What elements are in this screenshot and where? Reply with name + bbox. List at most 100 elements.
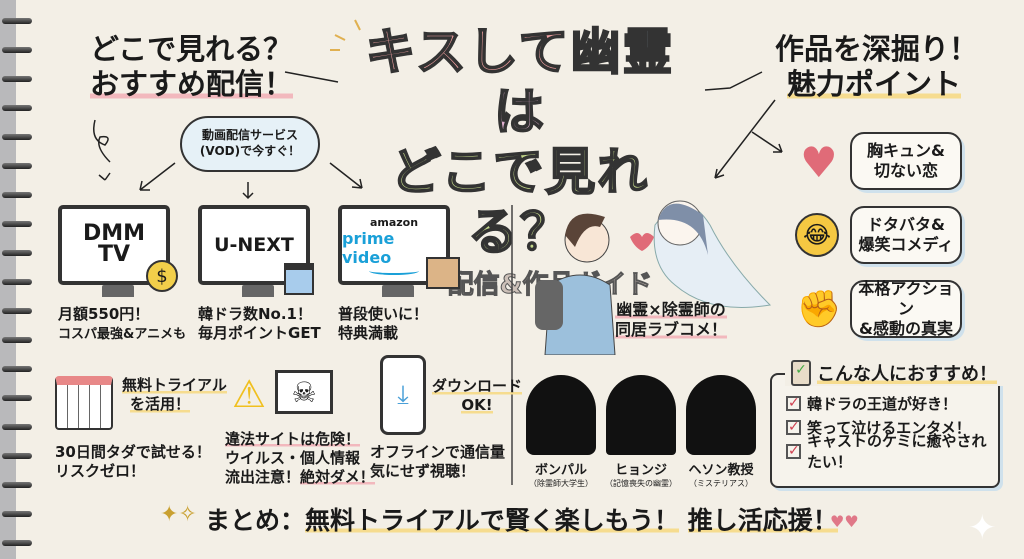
checkbox-icon: ✓	[786, 418, 801, 435]
character-name: ヒョンジ	[614, 463, 667, 478]
fist-icon: ✊	[796, 289, 842, 330]
summary-text2: 推し活応援！	[687, 506, 838, 535]
character-hyeonji[interactable]: ヒョンジ（記憶喪失の幽霊）	[605, 375, 677, 489]
silhouette-icon	[686, 375, 756, 455]
recommend-box: ✓韓ドラの王道が好き！ ✓笑って泣けるエンタメ！ ✓キャストのケミに癒やされたい…	[770, 373, 1000, 488]
service-caption2: 毎月ポイントGET	[198, 323, 321, 342]
binding-ring	[2, 511, 32, 517]
header-right-line2: 魅力ポイント	[787, 66, 962, 101]
binding-ring	[2, 134, 32, 140]
hearts-icon: ♥♥	[830, 512, 859, 531]
header-left: どこで見れる？ おすすめ配信！	[90, 32, 294, 102]
point-romance: 胸キュン&切ない恋	[850, 132, 962, 190]
tip-heading2: を活用！	[130, 394, 191, 414]
binding-ring	[2, 18, 32, 24]
service-caption2: コスパ最強&アニメも	[58, 326, 187, 342]
story-line1: 幽霊×除霊師の	[615, 300, 728, 320]
clapperboard-icon	[284, 263, 314, 295]
binding-ring	[2, 47, 32, 53]
star-sparkle-icon: ✦	[968, 508, 997, 548]
phone-download-icon: ⤓	[380, 355, 426, 435]
recommend-title: こんな人におすすめ！	[817, 360, 997, 386]
silhouette-icon	[606, 375, 676, 455]
summary-label: まとめ：	[205, 506, 306, 535]
vod-cloud: 動画配信サービス (VOD)で今すぐ！	[180, 116, 320, 172]
tip-body1: 30日間タダで試せる！	[55, 443, 211, 461]
warning-icon: ⚠	[231, 372, 267, 416]
header-left-line1: どこで見れる？	[90, 32, 293, 66]
title-line2: どこで見れる？	[390, 142, 650, 262]
header-right: 作品を深掘り！ 魅力ポイント	[775, 32, 978, 102]
coin-icon: $	[146, 260, 178, 292]
binding-ring	[2, 424, 32, 430]
service-caption1: 韓ドラ数No.1！	[198, 305, 312, 323]
page-title: キスして幽霊は どこで見れる？ 配信&作品ガイド	[340, 22, 700, 301]
tip-heading1: 無料トライアル	[122, 376, 227, 395]
header-right-line1: 作品を深掘り！	[775, 32, 979, 66]
heart-bandage-icon: ♥	[800, 137, 838, 187]
point-line2: 切ない恋	[873, 161, 938, 180]
title-part2: 幽霊	[570, 22, 675, 82]
prime-video-logo: prime video	[342, 228, 395, 267]
service-prime-video[interactable]: amazon prime video 普段使いに！特典満載	[338, 205, 460, 343]
binding-ring	[2, 366, 32, 372]
summary-text1: 無料トライアルで賢く楽しもう！	[305, 506, 680, 535]
service-caption2: 特典満載	[338, 323, 399, 342]
tip-body2: リスクゼロ！	[55, 461, 146, 480]
skull-laptop-icon: ☠	[275, 370, 333, 414]
summary: まとめ：無料トライアルで賢く楽しもう！ 推し活応援！	[205, 506, 838, 536]
character-list: ボンパル（除霊師大学生） ヒョンジ（記憶喪失の幽霊） ヘソン教授（ミステリアス）	[525, 375, 757, 489]
binding-ring	[2, 192, 32, 198]
u-next-logo: U-NEXT	[214, 234, 294, 256]
tip-body1: 違法サイトは危険！	[225, 430, 361, 448]
point-comedy: ドタバタ&爆笑コメディ	[850, 206, 962, 264]
laughing-emoji-icon: 😂	[795, 213, 839, 257]
tip-heading2: OK!	[461, 395, 493, 415]
character-name: ボンパル	[534, 463, 587, 478]
tip-body1: オフラインで通信量	[370, 443, 506, 461]
character-haeson[interactable]: ヘソン教授（ミステリアス）	[685, 375, 757, 489]
service-dmm-tv[interactable]: DMM TV $ 月額550円！ コスパ最強&アニメも	[58, 205, 186, 343]
header-left-line2: おすすめ配信！	[90, 66, 294, 101]
recommend-item: 韓ドラの王道が好き！	[807, 394, 958, 413]
binding-ring	[2, 221, 32, 227]
spiral-binding	[0, 0, 32, 559]
binding-ring	[2, 395, 32, 401]
story-caption: 幽霊×除霊師の 同居ラブコメ！	[615, 300, 728, 340]
character-role: （記憶喪失の幽霊）	[605, 479, 677, 488]
binding-ring	[2, 105, 32, 111]
point-action: 本格アクション&感動の真実	[850, 279, 962, 338]
recommend-header: ✓ こんな人におすすめ！	[785, 360, 1003, 386]
binding-ring	[2, 76, 32, 82]
service-caption1: 月額550円！	[58, 305, 150, 323]
tip-body4: 絶対ダメ！	[300, 467, 375, 486]
dmm-logo-tv: TV	[97, 242, 131, 267]
recommend-item: キャストのケミに癒やされたい！	[807, 432, 987, 471]
point-line1: 胸キュン&	[867, 141, 945, 160]
binding-ring	[2, 482, 32, 488]
clipboard-check-icon: ✓	[791, 360, 811, 386]
binding-ring	[2, 337, 32, 343]
binding-ring	[2, 250, 32, 256]
silhouette-icon	[526, 375, 596, 455]
title-part1: キスして	[365, 22, 571, 82]
amazon-logo: amazon	[369, 215, 419, 229]
story-line2: 同居ラブコメ！	[615, 320, 728, 340]
binding-ring	[2, 540, 32, 546]
service-caption1: 普段使いに！	[338, 305, 429, 323]
service-u-next[interactable]: U-NEXT 韓ドラ数No.1！毎月ポイントGET	[198, 205, 321, 343]
tip-body2: 気にせず視聴！	[370, 461, 476, 480]
title-part3: は	[493, 82, 546, 142]
point-line2: &感動の真実	[859, 319, 953, 338]
character-role: （ミステリアス）	[689, 479, 753, 488]
dmm-logo: DMM	[82, 221, 146, 246]
cloud-line2: (VOD)で今すぐ！	[199, 143, 301, 158]
character-bonpal[interactable]: ボンパル（除霊師大学生）	[525, 375, 597, 489]
checkbox-icon: ✓	[786, 394, 801, 411]
sparkle-icon: ✦✧	[160, 502, 197, 527]
tip-heading1: ダウンロード	[432, 377, 523, 396]
couple-illustration	[535, 200, 772, 355]
checkbox-icon: ✓	[786, 442, 801, 459]
tip-body2: ウイルス・個人情報	[225, 448, 361, 467]
